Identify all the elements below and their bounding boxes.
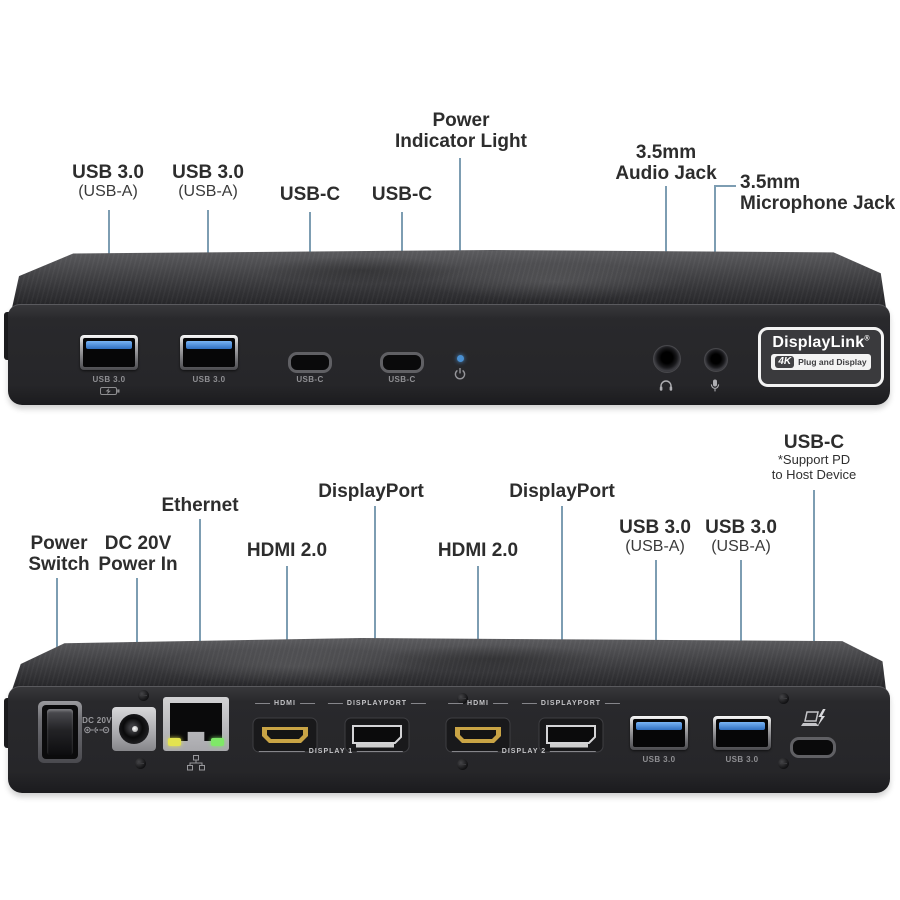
screw — [457, 759, 468, 770]
power-switch — [38, 701, 82, 763]
dock-front-top-surface — [12, 250, 886, 308]
displayport-port-1 — [344, 717, 410, 753]
microphone-jack — [704, 348, 728, 372]
label-usb-a-1-sub: (USB-A) — [78, 183, 138, 201]
badge-tagline: Plug and Display — [798, 356, 867, 367]
dock-front-face: USB 3.0 USB 3.0 USB-C USB-C — [8, 304, 890, 405]
label-displayport-2: DisplayPort — [509, 481, 615, 502]
hdmi-port-2 — [445, 717, 511, 753]
label-usb-c-host: USB-C *Support PD to Host Device — [771, 432, 857, 483]
annotation-line-power-switch — [56, 578, 58, 690]
usb-a-port-2-label: USB 3.0 — [192, 375, 226, 384]
microphone-icon — [710, 379, 720, 392]
usb-c-host-port — [790, 737, 836, 758]
usb-c-port-2-label: USB-C — [388, 375, 416, 384]
annotation-line-usb-a-4 — [740, 560, 742, 703]
label-displayport-1: DisplayPort — [318, 481, 424, 502]
displaylink-brand: DisplayLink® — [772, 334, 870, 351]
annotation-line-dc-power-in — [136, 578, 138, 691]
ethernet-led-yellow — [168, 738, 181, 746]
usb-a-port-1-label: USB 3.0 — [92, 375, 126, 384]
screw — [457, 693, 468, 704]
usb-a-port-1 — [80, 335, 138, 370]
ethernet-led-green — [211, 738, 224, 746]
dock-front-view: USB 3.0 USB 3.0 USB-C USB-C — [4, 250, 890, 405]
power-icon — [454, 368, 466, 380]
annotation-elbow-microphone-jack — [714, 185, 736, 187]
label-usb-a-1-title: USB 3.0 — [72, 162, 144, 183]
usb-a-port-3-label: USB 3.0 — [642, 755, 676, 764]
label-microphone-jack: 3.5mm Microphone Jack — [740, 172, 896, 215]
usb-c-port-2 — [380, 352, 424, 373]
hdmi-port-1 — [252, 717, 318, 753]
ethernet-port — [163, 697, 229, 751]
label-usb-a-1: USB 3.0 (USB-A) — [72, 162, 144, 201]
label-audio-jack: 3.5mm Audio Jack — [615, 142, 717, 185]
screw — [138, 690, 149, 701]
dc-polarity-icon — [84, 727, 110, 734]
display-1-caption: DISPLAY 1 — [259, 748, 403, 755]
displayport-port-2 — [538, 717, 604, 753]
headphone-icon — [659, 380, 673, 391]
usb-a-port-4-label: USB 3.0 — [725, 755, 759, 764]
usb-a-port-4 — [713, 716, 771, 750]
dock-back-view: DC 20V — [4, 638, 890, 793]
label-usb-a-4: USB 3.0 (USB-A) — [705, 517, 777, 556]
display-2-caption: DISPLAY 2 — [452, 748, 596, 755]
label-power-switch: Power Switch — [28, 533, 90, 576]
displaylink-badge: DisplayLink® 4K Plug and Display — [758, 327, 884, 387]
dc-power-jack — [112, 707, 156, 751]
annotation-line-hdmi-1 — [286, 566, 288, 692]
annotation-line-power-indicator — [459, 158, 461, 338]
dock-back-top-surface — [12, 638, 886, 690]
annotation-line-hdmi-2 — [477, 566, 479, 693]
hdmi-2-caption: HDMI — [448, 700, 508, 707]
usb-c-port-1-label: USB-C — [296, 375, 324, 384]
label-usb-a-2-sub: (USB-A) — [178, 183, 238, 201]
swirl-pattern — [12, 250, 886, 308]
label-ethernet: Ethernet — [161, 495, 239, 516]
displayport-2-caption: DISPLAYPORT — [522, 700, 620, 707]
dc-voltage-label: DC 20V — [80, 716, 114, 738]
label-power-indicator: Power Indicator Light — [395, 110, 527, 153]
label-usb-c-1: USB-C — [280, 184, 340, 205]
label-usb-a-3: USB 3.0 (USB-A) — [619, 517, 691, 556]
screw — [778, 693, 789, 704]
label-usb-a-2: USB 3.0 (USB-A) — [172, 162, 244, 201]
headphone-jack — [653, 345, 681, 373]
label-dc-power-in: DC 20V Power In — [98, 533, 178, 576]
annotation-line-displayport-2 — [561, 506, 563, 691]
annotation-line-usb-a-3 — [655, 560, 657, 704]
power-led — [457, 355, 464, 362]
laptop-charge-icon — [801, 709, 826, 727]
badge-4k: 4K — [775, 356, 795, 368]
annotation-line-ethernet — [199, 519, 201, 683]
label-usb-c-2-title: USB-C — [371, 184, 433, 205]
usb-a-port-2 — [180, 335, 238, 370]
battery-charge-icon — [100, 387, 120, 395]
usb-c-port-1 — [288, 352, 332, 373]
dock-back-face: DC 20V — [8, 686, 890, 793]
label-hdmi-2: HDMI 2.0 — [437, 540, 519, 561]
network-icon — [187, 755, 205, 771]
hdmi-1-caption: HDMI — [255, 700, 315, 707]
annotation-line-usb-c-host — [813, 490, 815, 701]
screw — [778, 758, 789, 769]
annotation-line-displayport-1 — [374, 506, 376, 690]
label-hdmi-1: HDMI 2.0 — [246, 540, 328, 561]
label-usb-c-2: USB-C — [372, 184, 432, 205]
swirl-pattern — [12, 638, 886, 690]
screw — [135, 758, 146, 769]
label-usb-c-1-title: USB-C — [279, 184, 341, 205]
usb-a-port-3 — [630, 716, 688, 750]
displayport-1-caption: DISPLAYPORT — [328, 700, 426, 707]
label-usb-a-2-title: USB 3.0 — [172, 162, 244, 183]
